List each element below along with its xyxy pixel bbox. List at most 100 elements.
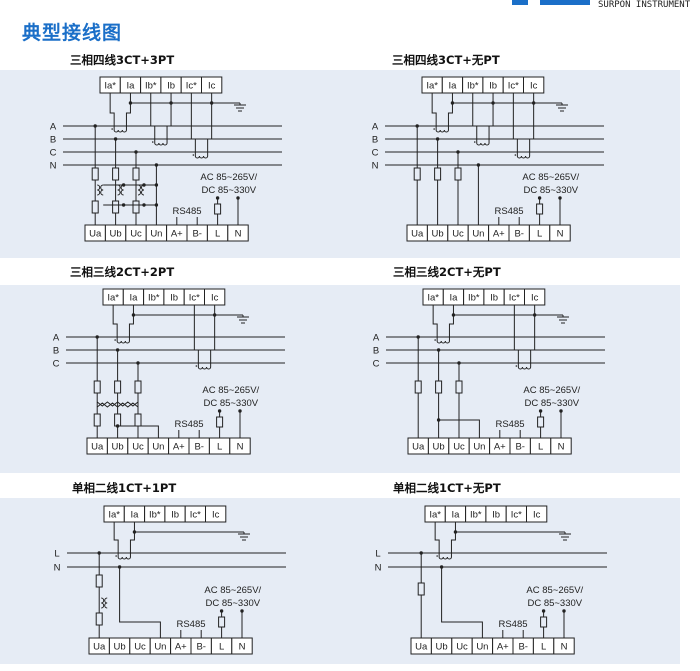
- line-label: A: [373, 333, 380, 344]
- fuse-icon: [218, 616, 226, 628]
- ct-coil-icon: [516, 155, 531, 159]
- wire: [434, 522, 440, 557]
- polarity-mark: [433, 128, 435, 130]
- meter-terminal: [549, 224, 571, 242]
- ct-terminal-label: Ib: [170, 293, 178, 304]
- fuse-icon: [93, 413, 101, 427]
- meter-terminal-label: Uc: [130, 229, 142, 240]
- ct-coil-icon: [436, 340, 450, 344]
- line-label: A: [53, 333, 60, 344]
- fuse-icon: [413, 167, 421, 181]
- fuse-icon: [112, 167, 120, 181]
- fuse-icon: [95, 574, 103, 588]
- ct-terminal-label: Ia: [126, 81, 135, 92]
- polarity-mark: [434, 339, 436, 341]
- polarity-mark: [115, 555, 117, 557]
- fuse-icon: [434, 167, 442, 181]
- meter-terminal: [550, 437, 572, 455]
- rs485-label: RS485: [494, 206, 523, 217]
- ct-terminal-label: Ib*: [149, 510, 161, 521]
- diagram-title: 单相二线1CT+1PT: [72, 481, 177, 495]
- ct-terminal-label: Ia: [449, 293, 458, 304]
- ct-coil-icon: [154, 142, 168, 146]
- wire: [431, 93, 437, 130]
- ct-terminal-label: Ia*: [104, 81, 116, 92]
- fuse-icon: [417, 582, 425, 596]
- line-label: N: [372, 161, 379, 172]
- rs485-label: RS485: [174, 419, 203, 430]
- meter-terminal-label: Ub: [112, 442, 124, 453]
- fuse-icon: [414, 380, 422, 394]
- power-supply-dc-label: DC 85~330V: [527, 598, 582, 609]
- power-supply-ac-label: AC 85~265V/: [204, 585, 261, 596]
- wire: [513, 305, 519, 367]
- power-supply-ac-label: AC 85~265V/: [523, 385, 580, 396]
- polarity-mark: [436, 555, 438, 557]
- wire: [150, 93, 156, 143]
- power-supply-dc-label: DC 85~330V: [203, 398, 258, 409]
- wire: [129, 522, 135, 557]
- ct-terminal-label: Ic: [208, 81, 216, 92]
- meter-terminal-label: Ua: [93, 642, 106, 653]
- meter-terminal-label: Ub: [436, 642, 448, 653]
- junction-dot: [142, 183, 146, 187]
- meter-terminal-label: Uc: [132, 442, 144, 453]
- meter-terminal: [229, 437, 251, 455]
- meter-terminal-label: N: [561, 642, 568, 653]
- power-supply-ac-label: AC 85~265V/: [202, 385, 259, 396]
- meter-terminal-label: Un: [150, 229, 162, 240]
- fuse-icon: [216, 416, 224, 428]
- fuse-icon: [91, 200, 99, 214]
- ct-terminal: [523, 76, 545, 94]
- fuse-icon: [112, 200, 120, 214]
- brand-logo-bar: [540, 0, 590, 5]
- meter-terminal-label: Ua: [411, 229, 424, 240]
- ct-terminal-label: Ia: [448, 81, 457, 92]
- ct-terminal-label: Ia: [130, 510, 139, 521]
- fuse-icon: [536, 203, 544, 215]
- wire: [472, 93, 478, 143]
- junction-dot: [121, 183, 126, 187]
- ct-terminal-label: Ia*: [108, 510, 120, 521]
- meter-terminal-label: L: [217, 442, 222, 453]
- fuse-icon: [537, 416, 545, 428]
- ct-terminal-label: Ib: [490, 293, 498, 304]
- polarity-mark: [515, 365, 518, 367]
- polarity-mark: [151, 141, 154, 143]
- meter-terminal-label: L: [215, 229, 220, 240]
- ct-terminal-label: Ib*: [467, 81, 479, 92]
- ct-terminal-label: Ia: [451, 510, 460, 521]
- meter-terminal-label: Ub: [433, 442, 445, 453]
- polarity-mark: [114, 339, 116, 341]
- meter-terminal-label: Ua: [89, 229, 102, 240]
- ct-terminal-label: Ib: [167, 81, 175, 92]
- polarity-mark: [192, 154, 195, 156]
- meter-terminal-label: A+: [497, 642, 509, 653]
- ct-coil-icon: [517, 366, 532, 370]
- line-label: C: [53, 359, 60, 370]
- ct-terminal-label: Ia*: [426, 81, 438, 92]
- line-label: N: [54, 563, 61, 574]
- wire: [441, 567, 483, 638]
- ct-terminal-label: Ic: [211, 293, 219, 304]
- diagram-title: 三相四线3CT+无PT: [392, 53, 500, 67]
- line-label: B: [373, 346, 379, 357]
- fuse-icon: [114, 413, 122, 427]
- ct-terminal-label: Ib*: [470, 510, 482, 521]
- ct-terminal-label: Ib: [171, 510, 179, 521]
- meter-terminal-label: A+: [171, 229, 183, 240]
- meter-terminal: [553, 637, 575, 655]
- ct-coil-icon: [113, 129, 127, 133]
- line-label: C: [373, 359, 380, 370]
- ct-coil-icon: [117, 556, 131, 560]
- wire: [210, 305, 216, 367]
- wire: [117, 425, 159, 438]
- meter-terminal-label: Uc: [453, 442, 465, 453]
- polarity-mark: [111, 128, 113, 130]
- junction-dot: [154, 183, 159, 187]
- ct-coil-icon: [476, 142, 490, 146]
